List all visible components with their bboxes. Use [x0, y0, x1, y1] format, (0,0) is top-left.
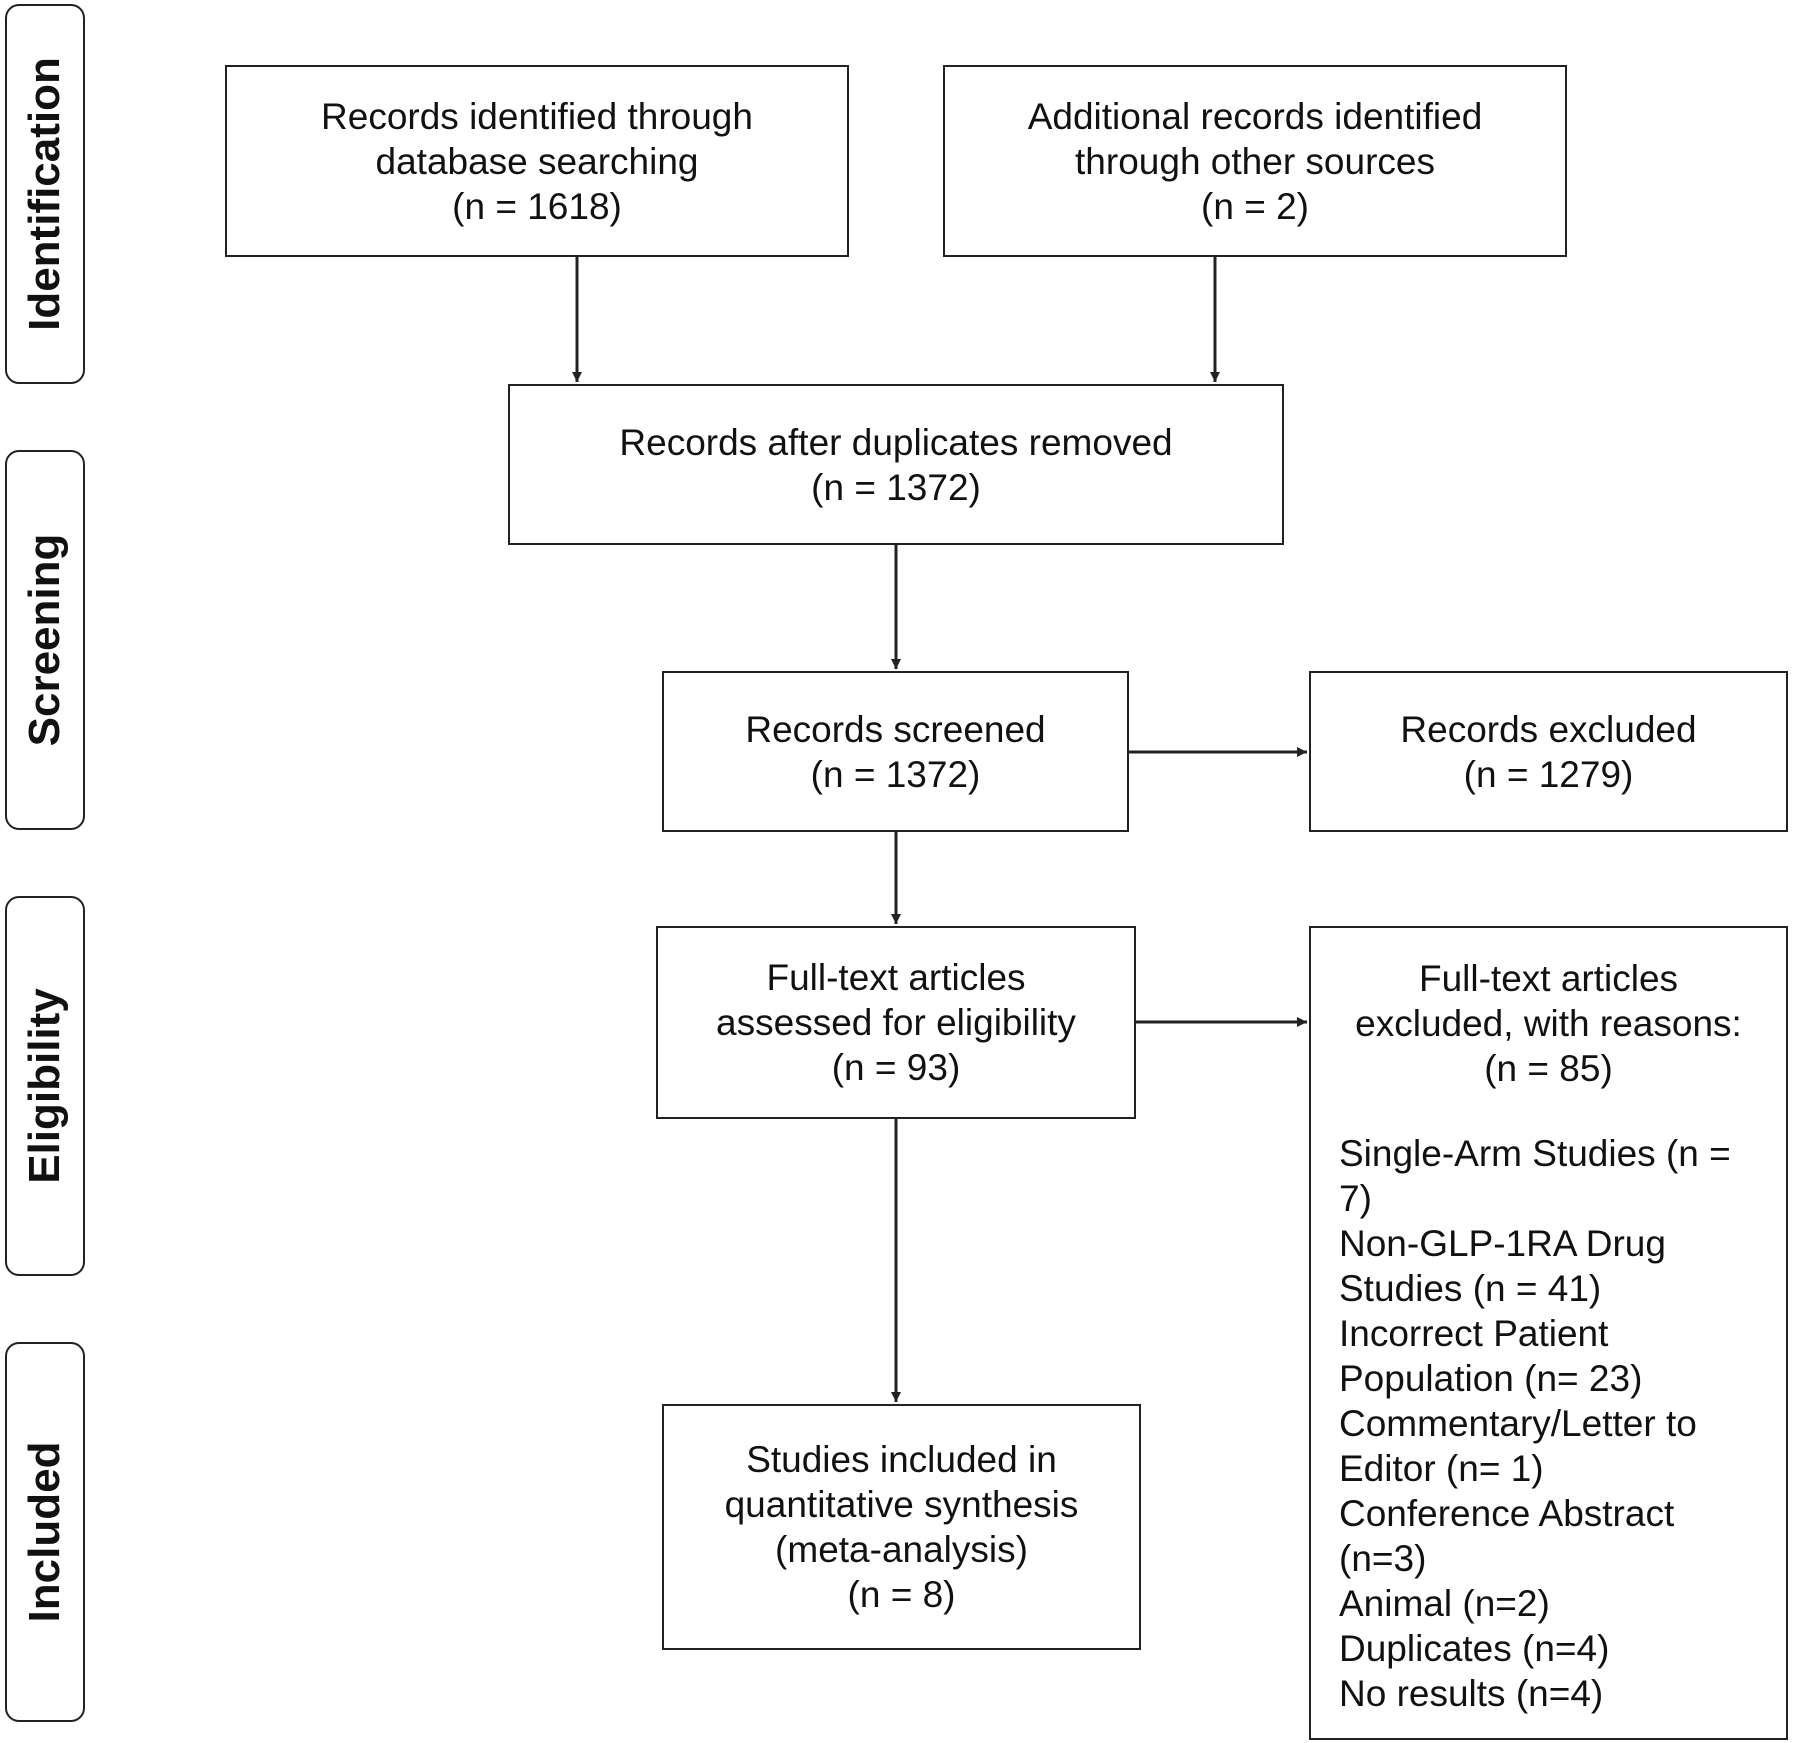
box-text-line: Records after duplicates removed: [619, 421, 1173, 463]
exclusion-reason-item: Animal (n=2): [1339, 1583, 1550, 1624]
box-fulltext-assessed: Full-text articles assessed for eligibil…: [656, 926, 1136, 1119]
stage-label-screening: Screening: [20, 533, 69, 747]
stage-label-included: Included: [20, 1441, 69, 1623]
box-text-line: (n = 2): [1201, 185, 1309, 227]
box-text-line: through other sources: [1075, 140, 1435, 182]
stage-tab-screening: Screening: [5, 450, 85, 830]
box-text-line: Records excluded: [1400, 708, 1697, 750]
box-text-line: database searching: [375, 140, 699, 182]
box-text-line: (n = 93): [831, 1047, 961, 1088]
heading-line: excluded, with reasons:: [1355, 1003, 1742, 1044]
exclusion-reason-item: (n=3): [1339, 1538, 1427, 1579]
box-text-line: Additional records identified: [1027, 95, 1483, 137]
box-text-line: (n = 1372): [810, 753, 981, 795]
stage-label-identification: Identification: [20, 57, 69, 331]
box-text-line: Full-text articles: [766, 957, 1026, 998]
box-text-line: (n = 1279): [1463, 753, 1634, 795]
box-records-excluded: Records excluded (n = 1279): [1309, 671, 1788, 832]
box-text-line: Studies included in: [746, 1439, 1057, 1480]
box-text-line: (n = 8): [847, 1574, 956, 1615]
exclusion-reason-item: Non-GLP-1RA Drug: [1339, 1223, 1666, 1264]
exclusion-reason-item: 7): [1339, 1178, 1372, 1219]
box-studies-included: Studies included in quantitative synthes…: [662, 1404, 1141, 1650]
box-after-duplicates: Records after duplicates removed (n = 13…: [508, 384, 1284, 545]
exclusion-reason-item: Incorrect Patient: [1339, 1313, 1609, 1354]
exclusion-reason-item: Population (n= 23): [1339, 1358, 1643, 1399]
exclusion-reason-item: Single-Arm Studies (n =: [1339, 1133, 1731, 1174]
box-other-sources: Additional records identified through ot…: [943, 65, 1567, 257]
fulltext-excluded-heading: Full-text articles excluded, with reason…: [1311, 928, 1786, 1091]
exclusion-reason-item: Studies (n = 41): [1339, 1268, 1602, 1309]
exclusion-reason-item: Commentary/Letter to: [1339, 1403, 1697, 1444]
exclusion-reason-item: Conference Abstract: [1339, 1493, 1675, 1534]
box-text-line: Records screened: [745, 708, 1046, 750]
stage-tab-included: Included: [5, 1342, 85, 1722]
stage-tab-eligibility: Eligibility: [5, 896, 85, 1276]
stage-tab-identification: Identification: [5, 4, 85, 384]
exclusion-reasons-list: Single-Arm Studies (n = 7) Non-GLP-1RA D…: [1311, 1131, 1786, 1716]
box-text-line: (meta-analysis): [775, 1529, 1028, 1570]
exclusion-reason-item: Duplicates (n=4): [1339, 1628, 1610, 1669]
box-database-records: Records identified through database sear…: [225, 65, 849, 257]
box-text-line: assessed for eligibility: [716, 1002, 1076, 1043]
box-records-screened: Records screened (n = 1372): [662, 671, 1129, 832]
box-text-line: quantitative synthesis: [724, 1484, 1079, 1525]
box-fulltext-excluded: Full-text articles excluded, with reason…: [1309, 926, 1788, 1740]
heading-line: (n = 85): [1484, 1048, 1613, 1089]
box-text-line: (n = 1372): [811, 466, 981, 508]
heading-line: Full-text articles: [1418, 958, 1679, 999]
box-text-line: (n = 1618): [452, 185, 622, 227]
stage-label-eligibility: Eligibility: [20, 988, 69, 1184]
exclusion-reason-item: No results (n=4): [1339, 1673, 1604, 1714]
box-text-line: Records identified through: [321, 95, 753, 137]
exclusion-reason-item: Editor (n= 1): [1339, 1448, 1544, 1489]
